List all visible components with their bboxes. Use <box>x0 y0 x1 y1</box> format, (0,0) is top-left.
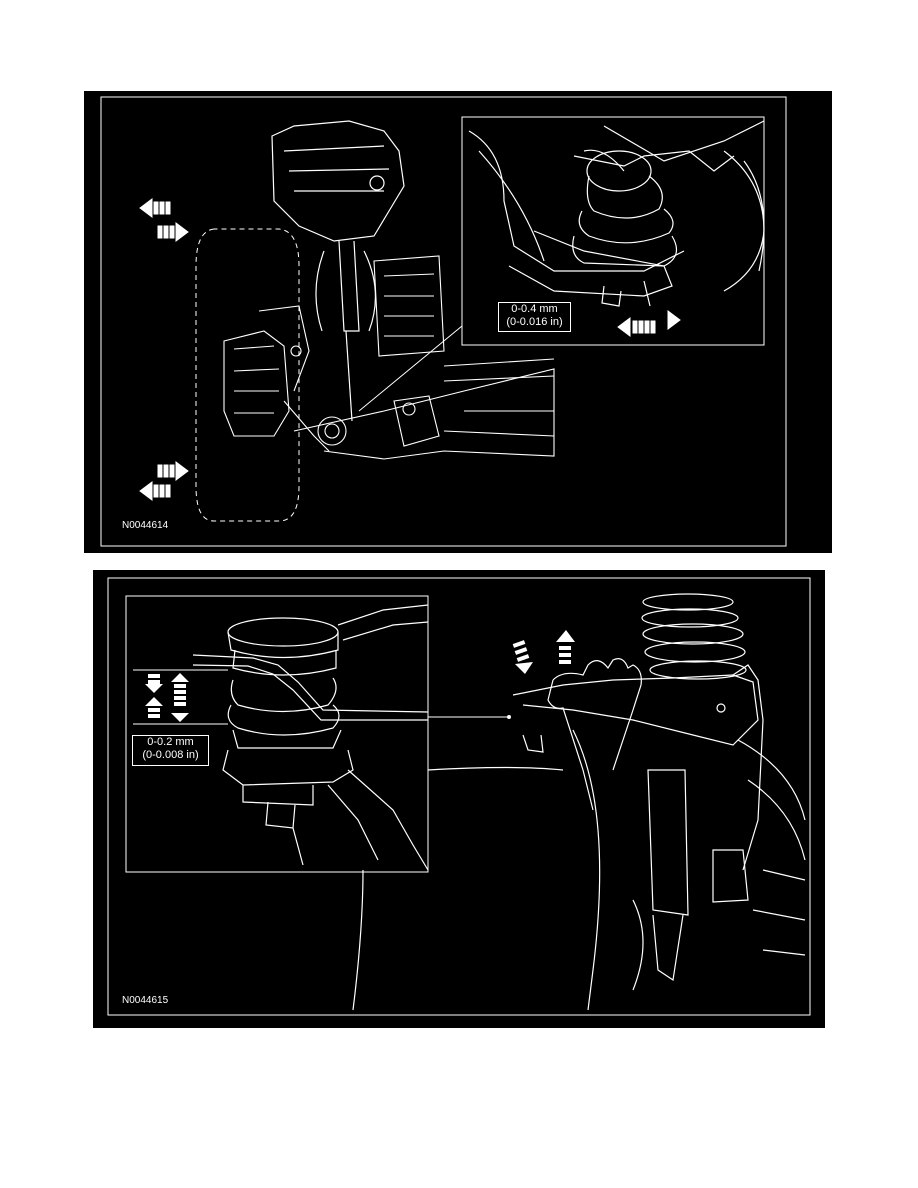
figure-id: N0044614 <box>122 520 169 531</box>
horizontal-double-arrow-icon-lower <box>139 461 189 501</box>
callout-imperial: (0-0.016 in) <box>506 316 563 328</box>
figure-bottom-drawing <box>107 577 811 1016</box>
callout-metric: 0-0.4 mm <box>511 303 558 315</box>
rear-suspension-drawing <box>352 593 806 1011</box>
clearance-callout: 0-0.4 mm (0-0.016 in) <box>498 302 571 332</box>
subframe <box>293 255 555 460</box>
tire-outline <box>195 228 300 522</box>
figure-bottom: 0-0.2 mm (0-0.008 in) N0044615 <box>93 570 825 1028</box>
figure-top: 0-0.4 mm (0-0.016 in) N0044614 <box>84 91 832 553</box>
horizontal-double-arrow-icon <box>139 198 189 242</box>
knuckle-assembly <box>223 305 330 452</box>
ball-joint-inset-drawing <box>192 604 429 871</box>
callout-imperial: (0-0.008 in) <box>142 749 199 761</box>
ball-joint-inset-drawing <box>468 120 765 307</box>
clearance-callout: 0-0.2 mm (0-0.008 in) <box>132 735 209 766</box>
callout-metric: 0-0.2 mm <box>147 736 194 748</box>
inset-frame <box>125 595 429 873</box>
vertical-double-arrow-icon <box>145 673 189 722</box>
strut-assembly <box>271 120 405 422</box>
figure-top-drawing <box>100 96 787 547</box>
vertical-hand-arrows-icon <box>512 630 575 674</box>
figure-id: N0044615 <box>122 995 169 1006</box>
inset-horizontal-arrow-icon <box>617 310 681 337</box>
